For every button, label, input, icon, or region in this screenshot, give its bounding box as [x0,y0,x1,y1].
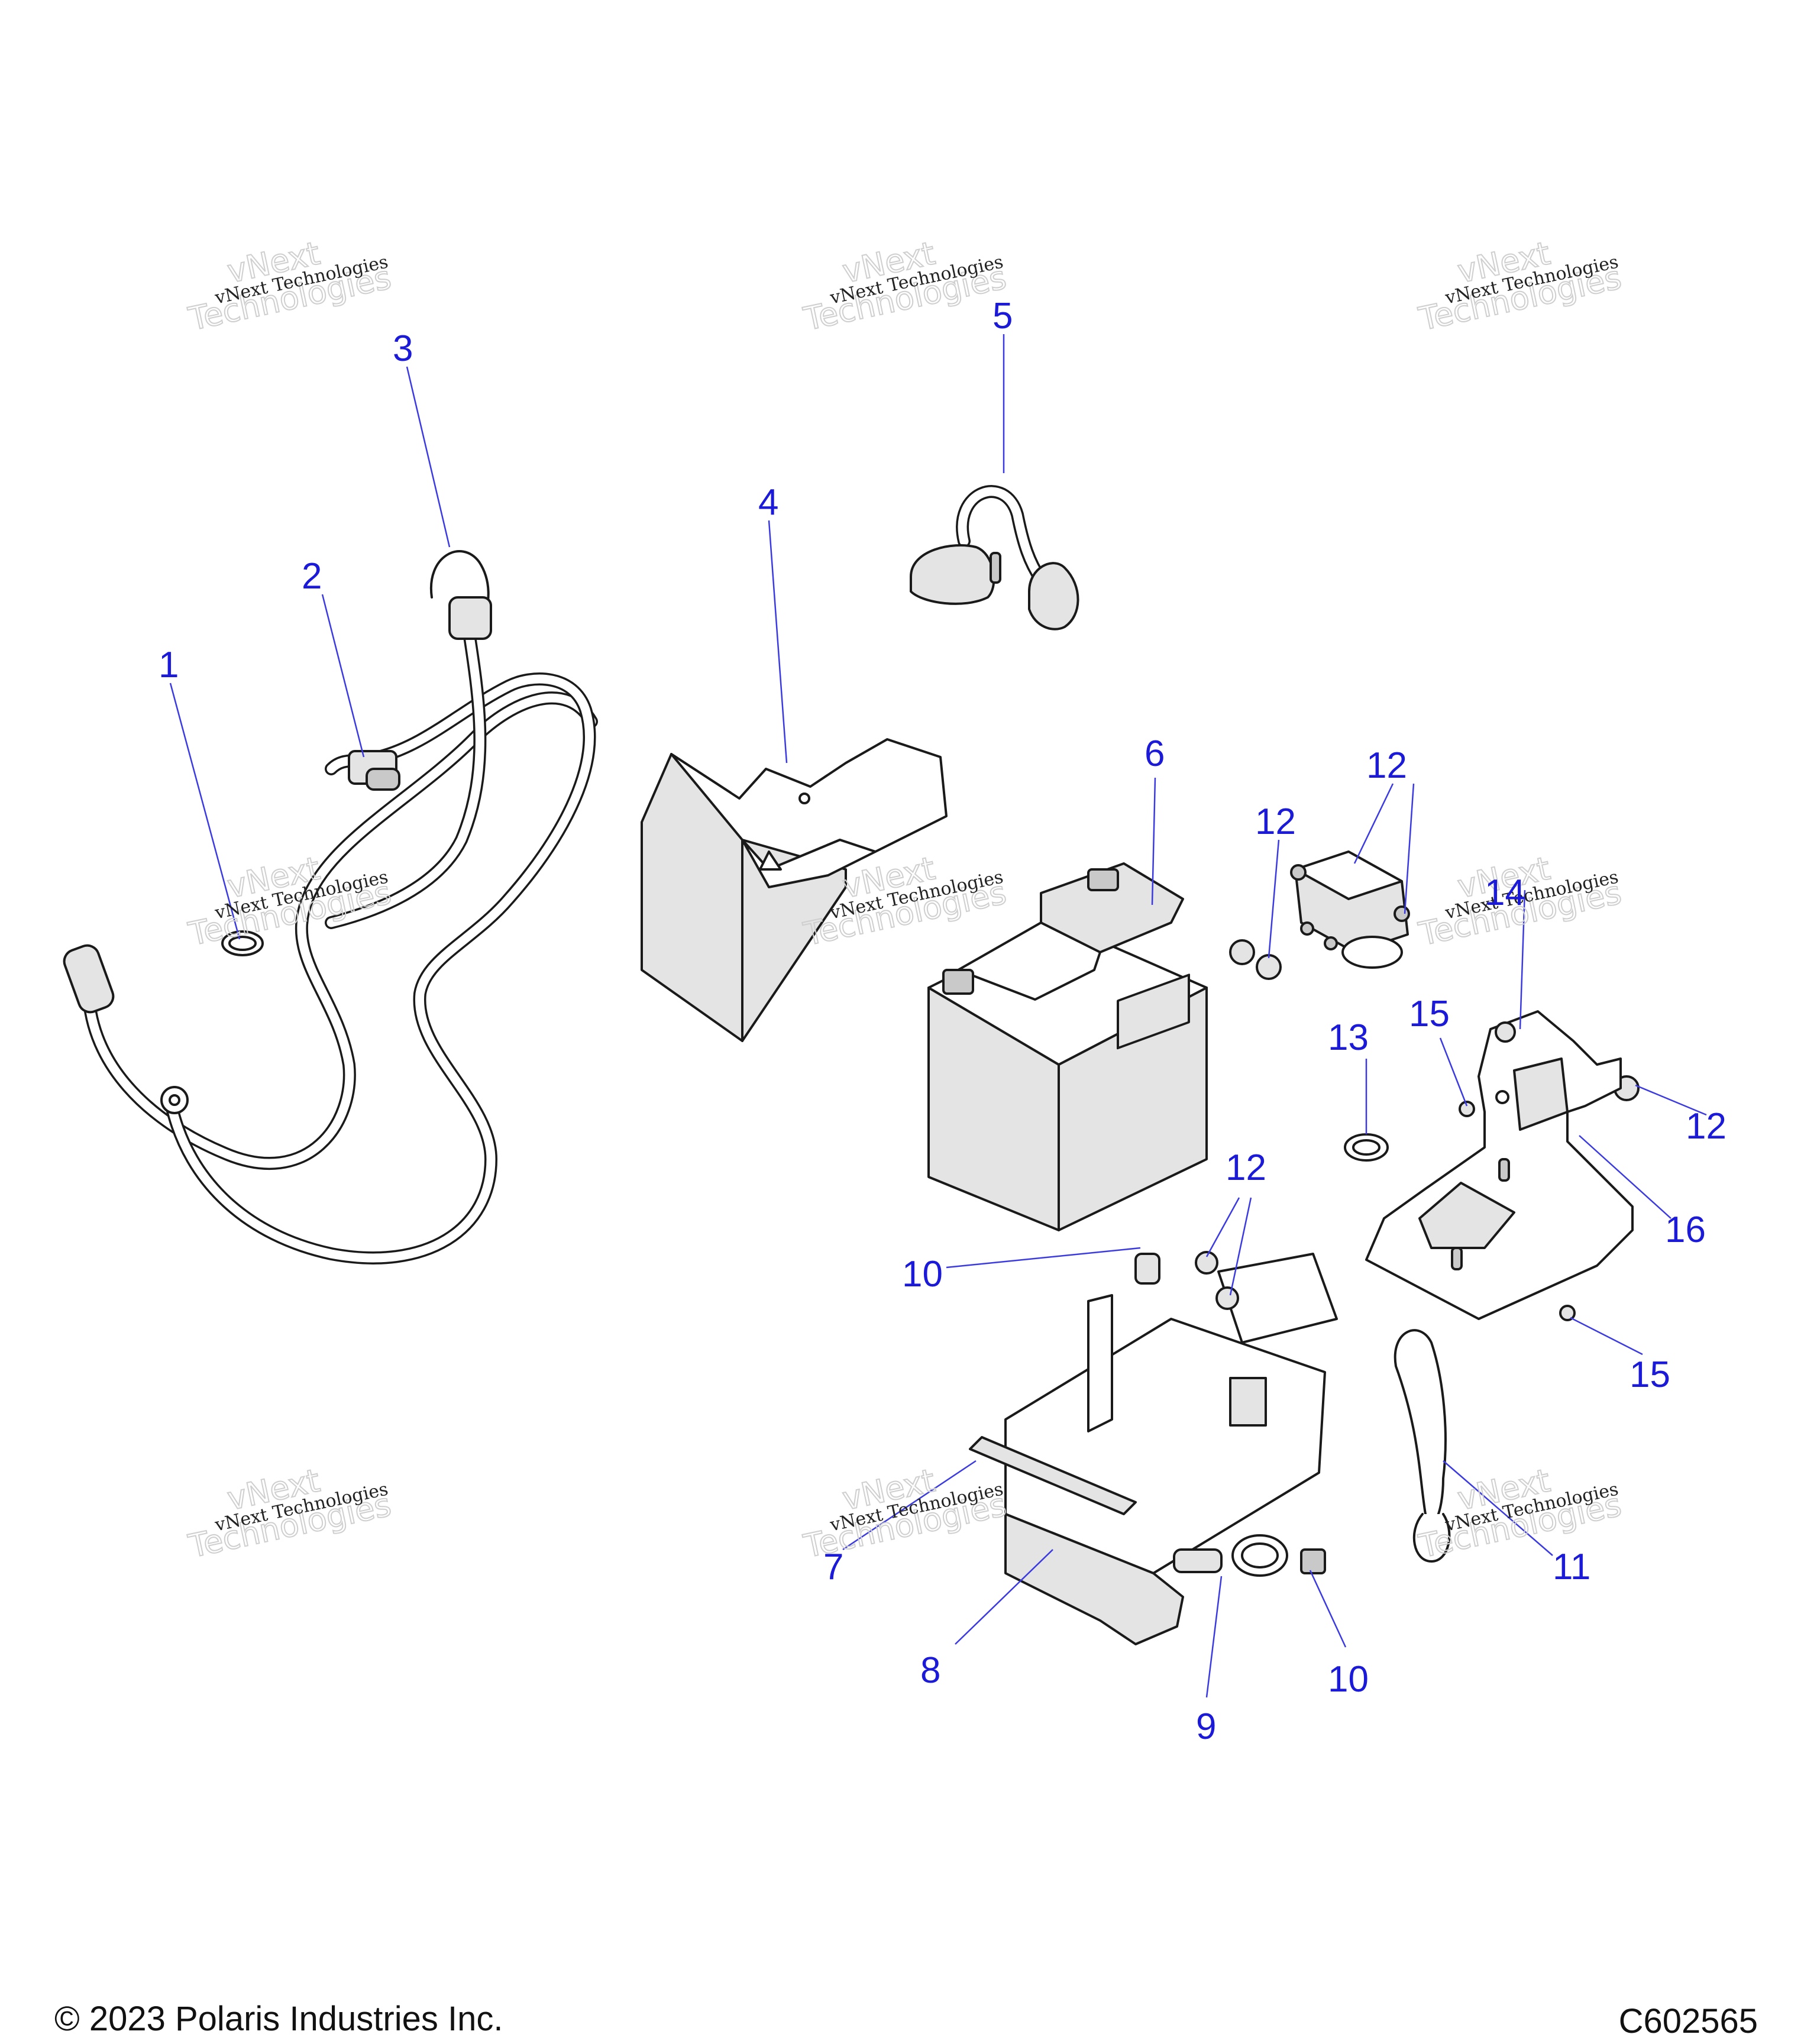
callout-6: 6 [1144,733,1165,774]
battery-tray [969,974,1338,1645]
callout-1: 1 [159,645,179,685]
callout-11: 11 [1553,1547,1590,1587]
callout-12-c: 12 [1686,1106,1727,1147]
callout-3: 3 [393,328,413,369]
solenoid [1229,850,1640,1101]
copyright-text: © 2023 Polaris Industries Inc. [54,2000,503,2038]
callout-15-b: 15 [1630,1354,1670,1395]
watermark-bottom-center: vNext Technologies vNext Technologies [800,1461,1010,1566]
callout-5: 5 [992,296,1013,337]
callout-12-a: 12 [1366,745,1407,786]
battery-cover [641,738,948,1042]
watermark-bottom-left: vNext Technologies vNext Technologies [185,1461,395,1566]
leader-lines [169,334,1707,1698]
diagram-code: C602565 [1618,2002,1758,2040]
callout-10-a: 10 [902,1254,943,1295]
watermark-mid-left: vNext Technologies vNext Technologies [185,849,395,953]
hose-clamp-and-bolts [1344,1101,1576,1321]
callout-4: 4 [758,482,778,523]
battery-strap [1394,1329,1451,1563]
callout-8: 8 [920,1650,940,1691]
callout-15-a: 15 [1409,994,1450,1034]
watermark-top-center: vNext Technologies vNext Technologies [800,234,1010,338]
watermark-top-right: vNext Technologies vNext Technologies [1415,234,1625,338]
battery-cable-assembly [63,550,598,1264]
callout-7: 7 [823,1547,843,1587]
callout-14: 14 [1485,872,1525,913]
callouts: 1 2 3 4 5 6 12 12 14 15 13 12 16 12 10 1… [159,296,1727,1747]
callout-16: 16 [1665,1209,1706,1250]
callout-2: 2 [302,556,322,597]
callout-10-b: 10 [1328,1659,1369,1700]
callout-12-d: 12 [1226,1147,1266,1188]
battery [927,862,1208,1231]
watermark-top-left: vNext Technologies vNext Technologies [185,234,395,338]
terminal-boot-cable [910,485,1079,630]
callout-9: 9 [1196,1706,1216,1747]
callout-12-b: 12 [1255,801,1296,842]
solenoid-bracket [1365,1010,1634,1320]
callout-13: 13 [1328,1017,1369,1058]
